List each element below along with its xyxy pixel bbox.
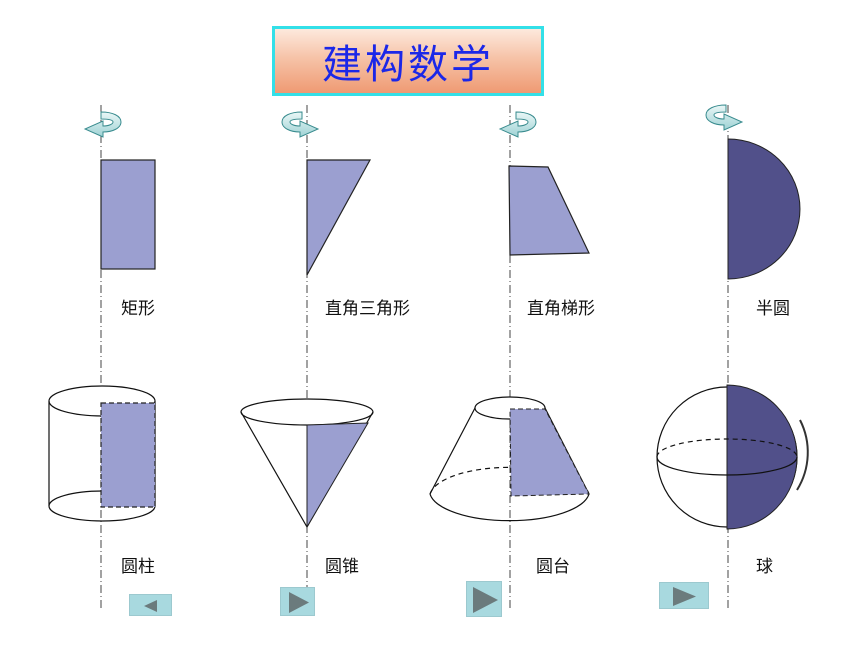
next-button-1[interactable] (280, 587, 315, 616)
next-arrow-icon (473, 587, 498, 613)
sphere-solid (656, 384, 809, 530)
page-title: 建构数学 (322, 42, 494, 88)
right-triangle-shape (306, 159, 372, 276)
label-semicircle: 半圆 (756, 299, 790, 319)
next-button-2[interactable] (466, 581, 502, 617)
frustum-solid (429, 396, 590, 522)
label-right-triangle: 直角三角形 (325, 299, 410, 319)
prev-arrow-icon (144, 600, 157, 612)
rotation-arrow-icon (281, 111, 320, 138)
rectangle-shape (100, 159, 156, 270)
title-banner: 建构数学 (272, 26, 544, 96)
rotation-arrow-icon (83, 111, 122, 138)
next-arrow-icon (673, 587, 696, 606)
next-button-3[interactable] (659, 582, 709, 609)
label-right-trapezoid: 直角梯形 (527, 299, 595, 319)
prev-button[interactable] (129, 594, 172, 616)
cylinder-solid (48, 385, 156, 522)
label-frustum: 圆台 (536, 557, 570, 577)
label-sphere: 球 (756, 557, 773, 577)
label-cone: 圆锥 (325, 557, 359, 577)
rotation-arrow-icon (498, 111, 537, 138)
label-rectangle: 矩形 (121, 299, 155, 319)
right-trapezoid-shape (508, 165, 590, 256)
cone-solid (240, 398, 374, 529)
rotation-arrow-icon (705, 104, 744, 131)
semicircle-shape (727, 138, 801, 280)
label-cylinder: 圆柱 (121, 557, 155, 577)
next-arrow-icon (289, 592, 309, 613)
